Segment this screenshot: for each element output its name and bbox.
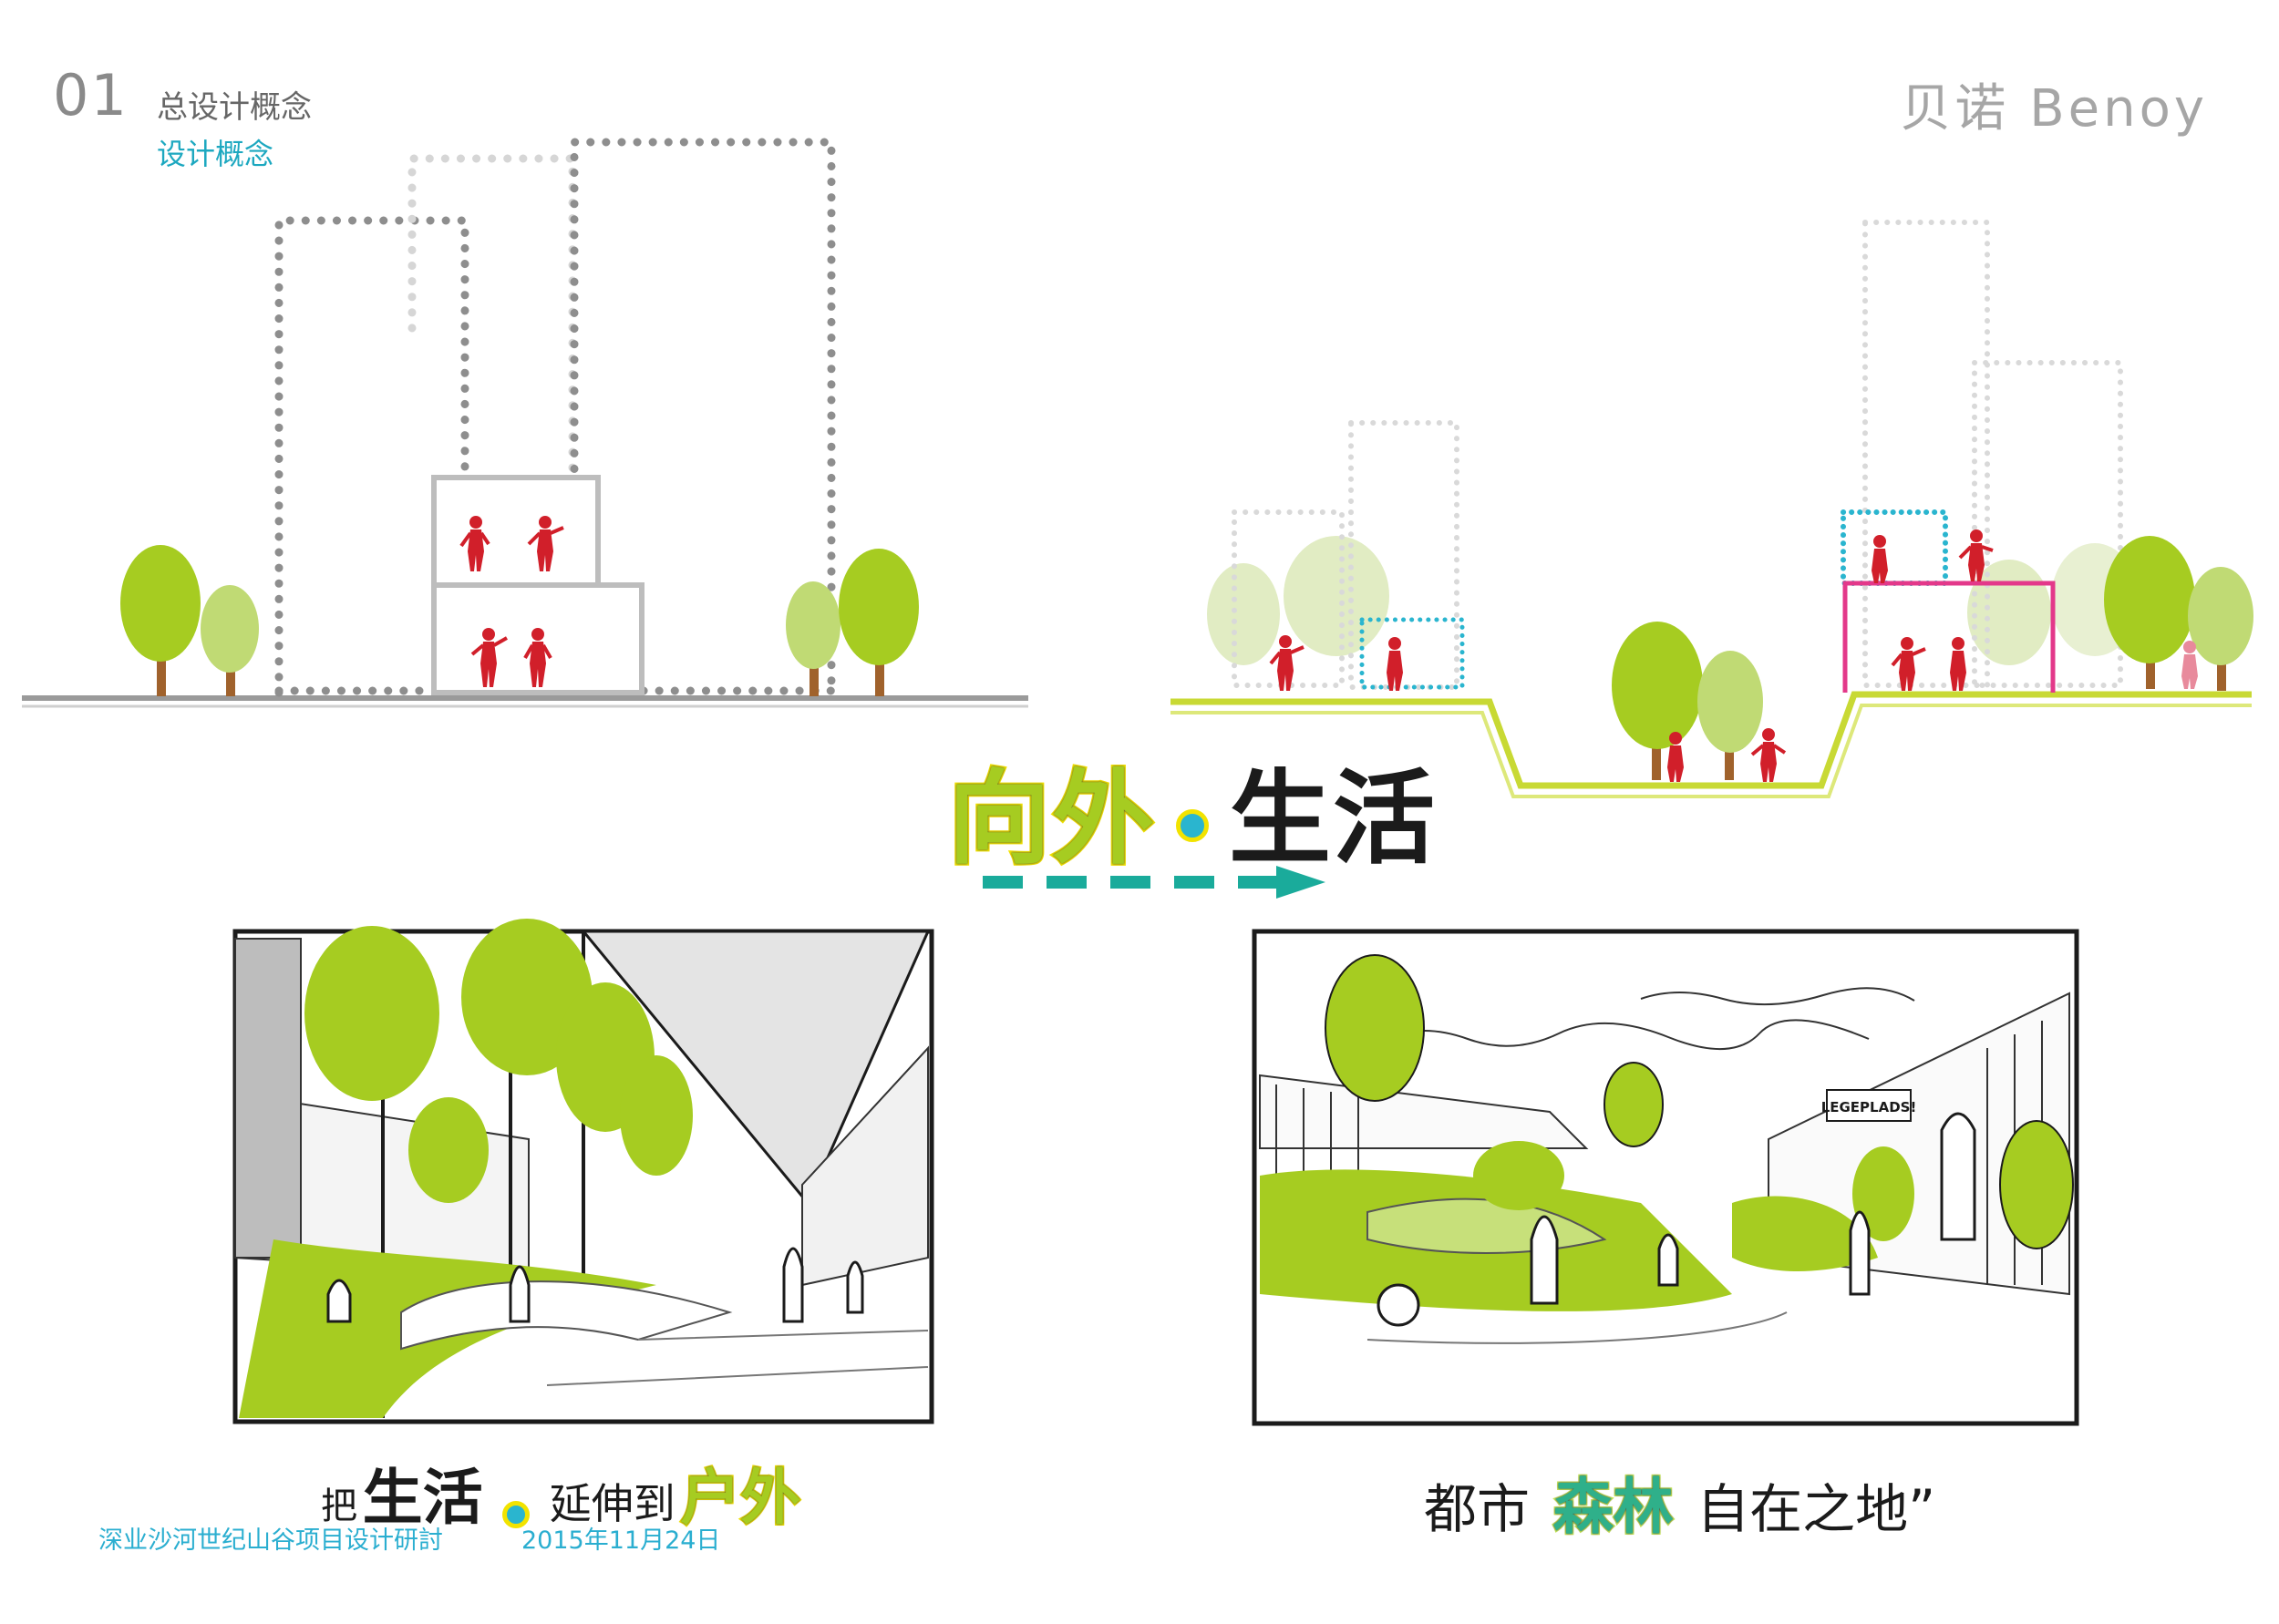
sketch-urban-forest-right: LEGEPLADS!	[1252, 929, 2079, 1426]
caption-right-word: 森林	[1552, 1471, 1675, 1544]
headline-living: 生活	[1229, 760, 1437, 879]
caption-dot-icon	[502, 1500, 531, 1528]
podium-upper	[431, 475, 601, 588]
sketch-courtyard-left	[232, 919, 934, 1424]
trees-left	[120, 545, 919, 696]
trees-right	[1612, 536, 2253, 780]
concept-headline: 向外生活	[946, 736, 1437, 884]
brand-logo: 贝诺 Benoy	[1900, 79, 2208, 139]
open-box-left	[1359, 617, 1465, 690]
headline-outward: 向外	[946, 758, 1156, 880]
open-box-right	[1841, 509, 1948, 586]
right-section-diagram	[1170, 220, 2253, 798]
caption-left-word2: 户外	[679, 1462, 802, 1535]
section-subtitle: 设计概念	[157, 137, 274, 171]
caption-right-suffix: 自在之地”	[1696, 1478, 1936, 1540]
dotted-towers-left	[274, 138, 836, 697]
caption-right: 都市 森林 自在之地”	[1424, 1458, 1935, 1546]
caption-left-word1: 生活	[362, 1463, 483, 1533]
separator-dot-icon	[1176, 809, 1209, 843]
page-number: 01	[53, 62, 129, 128]
figures-left	[459, 516, 564, 687]
caption-left-prefix: 把	[321, 1485, 357, 1527]
caption-left-middle: 延伸到	[549, 1479, 675, 1528]
footer-project-name: 深业沙河世纪山谷项目设计研討	[98, 1526, 443, 1555]
caption-left: 把 生活 延伸到 户外	[321, 1449, 802, 1537]
section-title: 总设计概念	[157, 89, 312, 126]
ground-line-right	[1170, 691, 2252, 789]
footer-date: 2015年11月24日	[521, 1526, 721, 1555]
podium-pink	[1842, 581, 2056, 693]
transition-arrow	[983, 866, 1325, 899]
legeplads-sign	[1826, 1089, 1912, 1122]
figures-right	[1269, 529, 2198, 782]
dotted-towers-right	[1232, 220, 2123, 690]
caption-right-prefix: 都市	[1424, 1478, 1531, 1540]
left-section-diagram	[22, 138, 1028, 708]
legeplads-sign-text: LEGEPLADS!	[1821, 1099, 1917, 1115]
